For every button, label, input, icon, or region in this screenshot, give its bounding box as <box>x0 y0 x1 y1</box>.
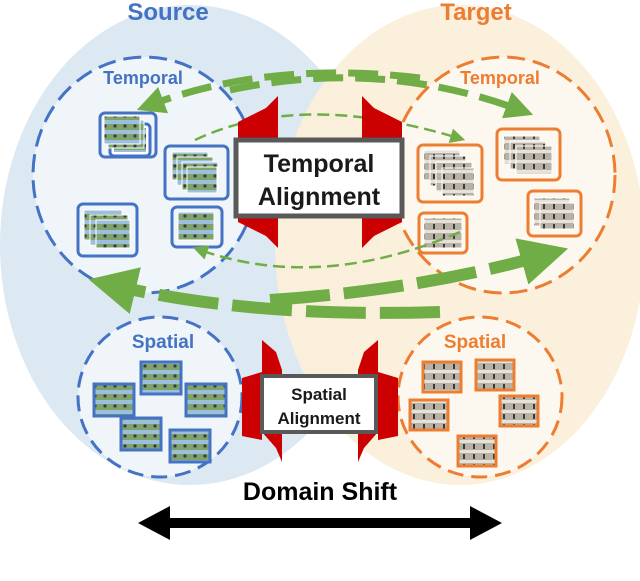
temporal-alignment-arrows <box>88 69 569 319</box>
arrow-top-right <box>229 74 534 119</box>
source-spatial-label: Spatial <box>132 332 194 353</box>
target-clip-1 <box>416 143 484 204</box>
source-clip-4 <box>170 205 224 249</box>
temporal-alignment-box: Temporal Alignment <box>233 137 405 219</box>
arrow-inner-upper <box>194 113 466 143</box>
domain-shift-arrow <box>138 506 502 540</box>
source-temporal-clips <box>76 111 230 258</box>
target-temporal-label: Temporal <box>460 68 540 88</box>
spatial-alignment-line1: Spatial <box>291 385 347 404</box>
target-spatial-label: Spatial <box>444 332 506 353</box>
arrow-bottom-right <box>269 238 569 306</box>
source-clip-2 <box>163 144 230 201</box>
domain-shift-label: Domain Shift <box>243 478 398 506</box>
target-spatial-frames <box>408 358 540 468</box>
arrow-inner-lower <box>192 230 461 269</box>
source-clip-1 <box>98 111 158 159</box>
target-clip-4 <box>526 189 583 238</box>
temporal-alignment-line2: Alignment <box>258 183 381 211</box>
spatial-alignment-line2: Alignment <box>277 409 360 428</box>
spatial-alignment-box: Spatial Alignment <box>260 374 378 434</box>
source-spatial-frames <box>92 360 228 464</box>
target-clip-2 <box>495 127 562 182</box>
arrow-top-left <box>136 69 421 114</box>
source-temporal-label: Temporal <box>103 68 183 88</box>
source-clip-3 <box>76 202 139 258</box>
spatial-alignment-compressor <box>242 340 398 462</box>
source-title: Source <box>127 0 208 26</box>
target-title: Target <box>440 0 512 26</box>
temporal-alignment-line1: Temporal <box>264 150 375 178</box>
arrow-bottom-left <box>88 267 441 319</box>
